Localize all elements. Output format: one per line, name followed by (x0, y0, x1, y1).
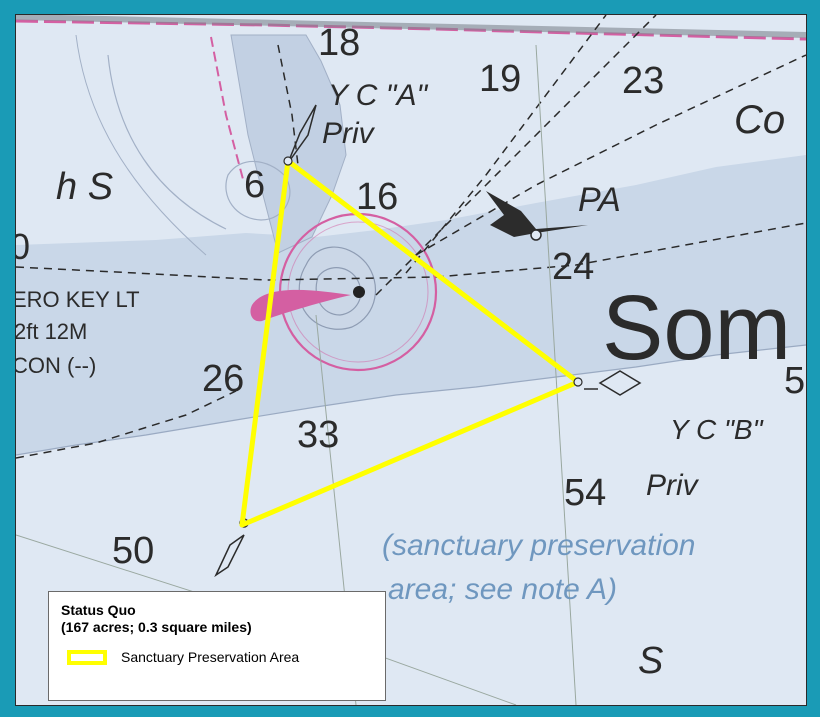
place-label-hs: h S (56, 166, 113, 208)
buoy-b-priv-label: Priv (646, 469, 700, 502)
top-dark-band (16, 15, 806, 38)
magenta-boundary-north (210, 36, 245, 184)
vertex-east (573, 377, 583, 387)
legend-entry-label: Sanctuary Preservation Area (121, 649, 300, 665)
depth-26: 26 (202, 358, 244, 400)
nautical-chart-map[interactable]: 18 19 23 6 16 24 26 33 54 50 5 0 Y C "A"… (15, 14, 807, 706)
vertex-north (283, 156, 293, 166)
range-line-east-west (16, 222, 806, 281)
light-name-label: ERO KEY LT (16, 287, 140, 312)
depth-5: 5 (784, 360, 805, 402)
light-racon-label: CON (--) (16, 353, 96, 378)
light-characteristic-label: 2ft 12M (16, 319, 87, 344)
pa-symbol-circle (530, 229, 542, 241)
grid-line-1 (535, 44, 577, 705)
depth-23: 23 (622, 60, 664, 102)
track-line-ne-3 (415, 54, 806, 256)
reef-edge-contour (16, 344, 806, 456)
place-label-co: Co (734, 98, 785, 142)
contour-line-west-2 (75, 34, 207, 256)
buoy-50-diamond (214, 534, 245, 578)
depth-18: 18 (318, 22, 360, 64)
buoy-a-diamond (287, 104, 317, 164)
buoy-b-diamond (598, 370, 642, 396)
shoal-ring-inner (315, 267, 362, 316)
depth-0: 0 (16, 226, 30, 267)
sanctuary-preservation-area-boundary[interactable] (239, 158, 581, 528)
light-flare (250, 289, 351, 322)
chart-canvas: 18 19 23 6 16 24 26 33 54 50 5 0 Y C "A"… (16, 15, 806, 705)
contour-line-west (107, 54, 227, 230)
depth-19: 19 (479, 58, 521, 100)
legend-subtitle: (167 acres; 0.3 square miles) (61, 619, 252, 635)
track-line-north (277, 44, 299, 166)
sanctuary-note-line-2: area; see note A) (388, 573, 617, 606)
legend-title: Status Quo (61, 602, 136, 618)
sanctuary-note-line-1: (sanctuary preservation (382, 529, 695, 562)
place-label-pa: PA (578, 181, 621, 219)
buoy-a-priv-label: Priv (322, 117, 376, 150)
range-line-southwest (16, 390, 237, 459)
pa-wreck-symbol (486, 191, 588, 237)
reef-shoal-area (16, 155, 806, 455)
map-legend: Status Quo (167 acres; 0.3 square miles)… (48, 591, 386, 701)
depth-6: 6 (244, 164, 265, 206)
place-label-s: S (638, 640, 663, 682)
buoy-b-label: Y C "B" (670, 414, 764, 445)
depth-54: 54 (564, 472, 606, 514)
depth-24: 24 (552, 246, 594, 288)
legend-swatch-sanctuary (67, 649, 107, 665)
depth-16: 16 (356, 176, 398, 218)
shoal-contour-6 (225, 160, 291, 221)
depth-33: 33 (297, 414, 339, 456)
place-label-som: Som (602, 277, 791, 379)
buoy-a-label: Y C "A" (328, 79, 428, 112)
legend-entry: Sanctuary Preservation Area (61, 649, 375, 665)
light-position-dot (353, 286, 365, 298)
depth-50: 50 (112, 530, 154, 572)
